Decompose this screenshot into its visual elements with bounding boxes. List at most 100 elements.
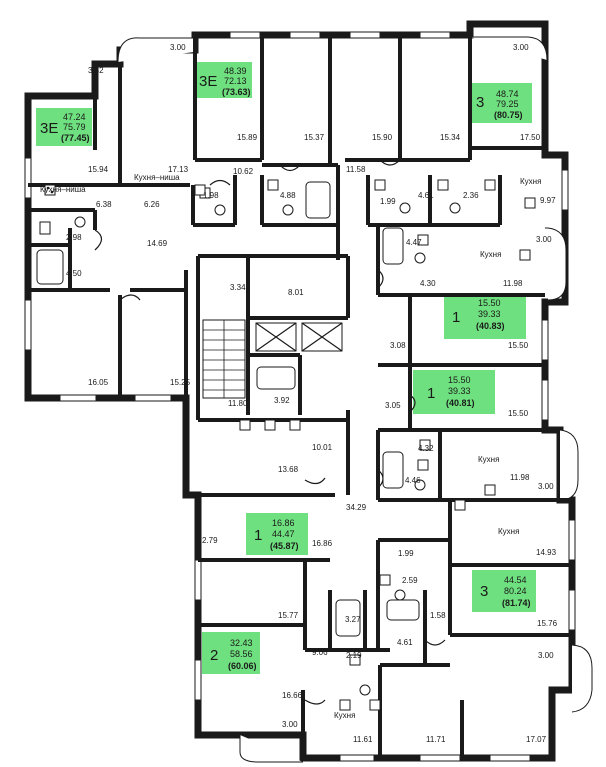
svg-text:1.99: 1.99 xyxy=(398,549,414,558)
svg-text:15.50: 15.50 xyxy=(478,298,501,308)
svg-text:17.50: 17.50 xyxy=(520,133,541,142)
svg-text:39.33: 39.33 xyxy=(448,386,471,396)
svg-text:(40.81): (40.81) xyxy=(446,398,475,408)
svg-text:2.36: 2.36 xyxy=(463,191,479,200)
svg-text:9.97: 9.97 xyxy=(540,196,556,205)
apt-1-center-badge-bg xyxy=(246,513,308,555)
svg-text:(40.83): (40.83) xyxy=(476,321,505,331)
svg-text:39.33: 39.33 xyxy=(478,309,501,319)
svg-text:8.01: 8.01 xyxy=(288,288,304,297)
kitchen-label: Кухня xyxy=(498,527,519,536)
bay-window-top-right xyxy=(470,36,548,61)
svg-text:15.90: 15.90 xyxy=(372,133,393,142)
svg-text:47.24: 47.24 xyxy=(63,112,86,122)
svg-text:1: 1 xyxy=(254,527,262,544)
svg-text:3.92: 3.92 xyxy=(274,396,290,405)
apt-1-right-b-badge-bg xyxy=(413,370,495,414)
bay-window-right-1 xyxy=(545,227,567,301)
svg-text:9.06: 9.06 xyxy=(312,648,328,657)
svg-text:17.07: 17.07 xyxy=(526,735,547,744)
svg-text:4.88: 4.88 xyxy=(280,191,296,200)
svg-text:3E: 3E xyxy=(199,73,217,90)
svg-text:48.74: 48.74 xyxy=(496,89,519,99)
svg-text:(80.75): (80.75) xyxy=(494,110,523,120)
svg-text:3.00: 3.00 xyxy=(536,235,552,244)
svg-text:48.39: 48.39 xyxy=(224,66,247,76)
apt-2-bottom-left: 2 32.43 58.56 (60.06) xyxy=(210,638,257,671)
svg-text:3.00: 3.00 xyxy=(282,720,298,729)
svg-text:16.66: 16.66 xyxy=(282,691,303,700)
svg-text:3.00: 3.00 xyxy=(538,651,554,660)
svg-text:16.05: 16.05 xyxy=(88,378,109,387)
bathtubs xyxy=(36,181,420,637)
svg-text:4.50: 4.50 xyxy=(66,269,82,278)
svg-text:2.19: 2.19 xyxy=(346,651,362,660)
apt-1-right-b: 1 15.50 39.33 (40.81) xyxy=(427,375,475,408)
svg-text:3E: 3E xyxy=(40,120,58,137)
svg-text:2: 2 xyxy=(210,647,218,664)
svg-text:11.98: 11.98 xyxy=(503,279,523,288)
svg-text:15.50: 15.50 xyxy=(448,375,471,385)
svg-text:3.08: 3.08 xyxy=(390,341,406,350)
svg-text:58.56: 58.56 xyxy=(230,649,253,659)
svg-text:3.00: 3.00 xyxy=(170,43,186,52)
svg-text:1: 1 xyxy=(452,309,460,326)
kitchen-niche-label: Кухня–ниша xyxy=(40,185,86,194)
svg-text:44.54: 44.54 xyxy=(504,575,527,585)
svg-text:15.50: 15.50 xyxy=(508,341,529,350)
svg-text:16.86: 16.86 xyxy=(272,518,295,528)
plumbing-fixtures xyxy=(39,179,461,696)
bay-window-top-left xyxy=(117,37,195,63)
svg-text:11.80: 11.80 xyxy=(228,399,248,408)
svg-text:10.01: 10.01 xyxy=(312,443,333,452)
svg-text:80.24: 80.24 xyxy=(504,586,527,596)
svg-text:3.32: 3.32 xyxy=(88,66,104,75)
svg-text:(73.63): (73.63) xyxy=(222,87,251,97)
svg-text:11.71: 11.71 xyxy=(426,735,446,744)
apt-1-right-a: 1 15.50 39.33 (40.83) xyxy=(452,298,505,331)
svg-text:4.46: 4.46 xyxy=(405,476,421,485)
stove-symbols xyxy=(44,179,536,711)
svg-text:72.13: 72.13 xyxy=(224,76,247,86)
svg-text:13.68: 13.68 xyxy=(278,465,299,474)
svg-text:34.29: 34.29 xyxy=(346,503,367,512)
svg-text:1.58: 1.58 xyxy=(430,611,446,620)
door-swings xyxy=(94,159,446,705)
svg-text:32.43: 32.43 xyxy=(230,638,253,648)
elevator-shaft xyxy=(255,322,343,352)
apt-1-center: 1 16.86 44.47 (45.87) xyxy=(254,518,299,551)
apt-3e-left-badge-bg xyxy=(36,108,92,146)
kitchen-label: Кухня xyxy=(480,250,501,259)
room-names: Кухня–ниша Кухня–ниша Кухня Кухня Кухня … xyxy=(40,173,541,720)
apt-3e-top: 3E 48.39 72.13 (73.63) xyxy=(199,66,251,97)
svg-text:3.00: 3.00 xyxy=(513,43,529,52)
apt-2-bottom-left-badge-bg xyxy=(202,632,260,674)
svg-text:4.61: 4.61 xyxy=(397,638,413,647)
svg-text:(60.06): (60.06) xyxy=(228,661,257,671)
apt-3-right-lower-badge-bg xyxy=(472,570,536,612)
apt-3e-left: 3E 47.24 75.79 (77.45) xyxy=(40,112,90,143)
svg-text:15.77: 15.77 xyxy=(278,611,299,620)
room-area-labels: 3.32 3.00 3.00 15.94 6.38 2.98 4.50 14.6… xyxy=(66,43,558,744)
bay-window-bottom-left xyxy=(239,735,303,763)
svg-text:79.25: 79.25 xyxy=(496,99,519,109)
svg-text:16.86: 16.86 xyxy=(312,539,333,548)
svg-text:14.93: 14.93 xyxy=(536,548,557,557)
svg-text:2.79: 2.79 xyxy=(202,536,218,545)
svg-text:3.27: 3.27 xyxy=(345,615,361,624)
svg-text:75.79: 75.79 xyxy=(63,122,86,132)
svg-text:4.30: 4.30 xyxy=(420,279,436,288)
svg-text:15.25: 15.25 xyxy=(170,378,191,387)
apt-3e-top-badge-bg xyxy=(195,62,252,98)
window-marks xyxy=(24,31,576,762)
svg-text:(81.74): (81.74) xyxy=(502,598,531,608)
svg-text:3: 3 xyxy=(480,583,488,600)
svg-text:11.61: 11.61 xyxy=(353,735,373,744)
kitchen-label: Кухня xyxy=(478,455,499,464)
svg-text:1.99: 1.99 xyxy=(380,197,396,206)
apt-3-top-right-badge-bg xyxy=(472,83,532,123)
svg-text:2.59: 2.59 xyxy=(402,576,418,585)
svg-text:2.98: 2.98 xyxy=(66,233,82,242)
svg-text:3.05: 3.05 xyxy=(385,401,401,410)
svg-text:6.38: 6.38 xyxy=(96,200,112,209)
